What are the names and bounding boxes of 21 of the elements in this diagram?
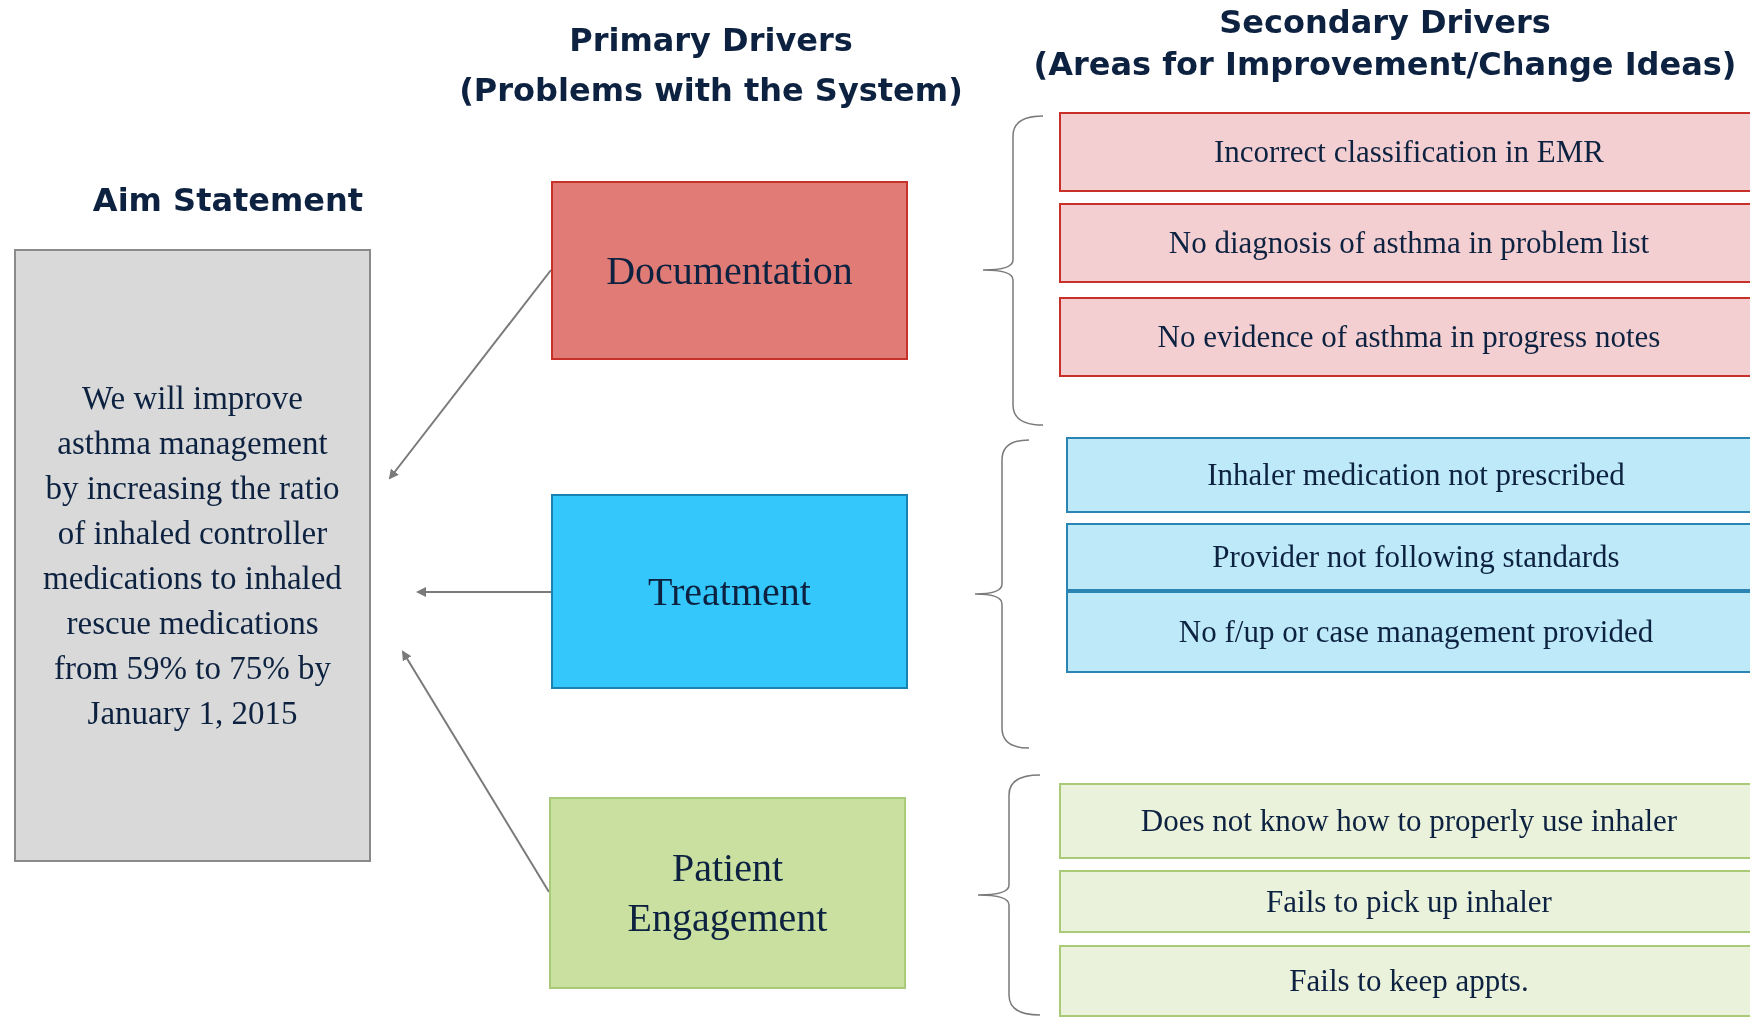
column-heading: (Problems with the System) — [458, 70, 964, 110]
aim-statement-box: We will improve asthma management by increasing the ratio of inhaled controller medications to inhaled rescue medications from 59% to 75% by January 1, 2015 — [14, 249, 371, 862]
secondary-driver-box: No evidence of asthma in progress notes — [1059, 297, 1750, 377]
secondary-driver-box: Provider not following standards — [1066, 523, 1750, 591]
primary-driver-box: Patient Engagement — [549, 797, 906, 989]
secondary-driver-box: No diagnosis of asthma in problem list — [1059, 203, 1750, 283]
arrow — [401, 650, 550, 893]
secondary-driver-box: Does not know how to properly use inhaler — [1059, 783, 1750, 859]
column-heading: Secondary Drivers — [1218, 2, 1552, 42]
secondary-driver-box: Incorrect classification in EMR — [1059, 112, 1750, 192]
secondary-driver-box: No f/up or case management provided — [1066, 591, 1750, 673]
column-heading: (Areas for Improvement/Change Ideas) — [1032, 44, 1738, 84]
arrow — [416, 587, 552, 597]
secondary-driver-box: Fails to pick up inhaler — [1059, 870, 1750, 933]
primary-driver-box: Treatment — [551, 494, 908, 689]
secondary-driver-box: Fails to keep appts. — [1059, 945, 1750, 1017]
column-heading: Aim Statement — [91, 180, 365, 220]
arrow — [388, 269, 552, 480]
column-heading: Primary Drivers — [568, 20, 854, 60]
secondary-driver-box: Inhaler medication not prescribed — [1066, 437, 1750, 513]
primary-driver-box: Documentation — [551, 181, 908, 360]
